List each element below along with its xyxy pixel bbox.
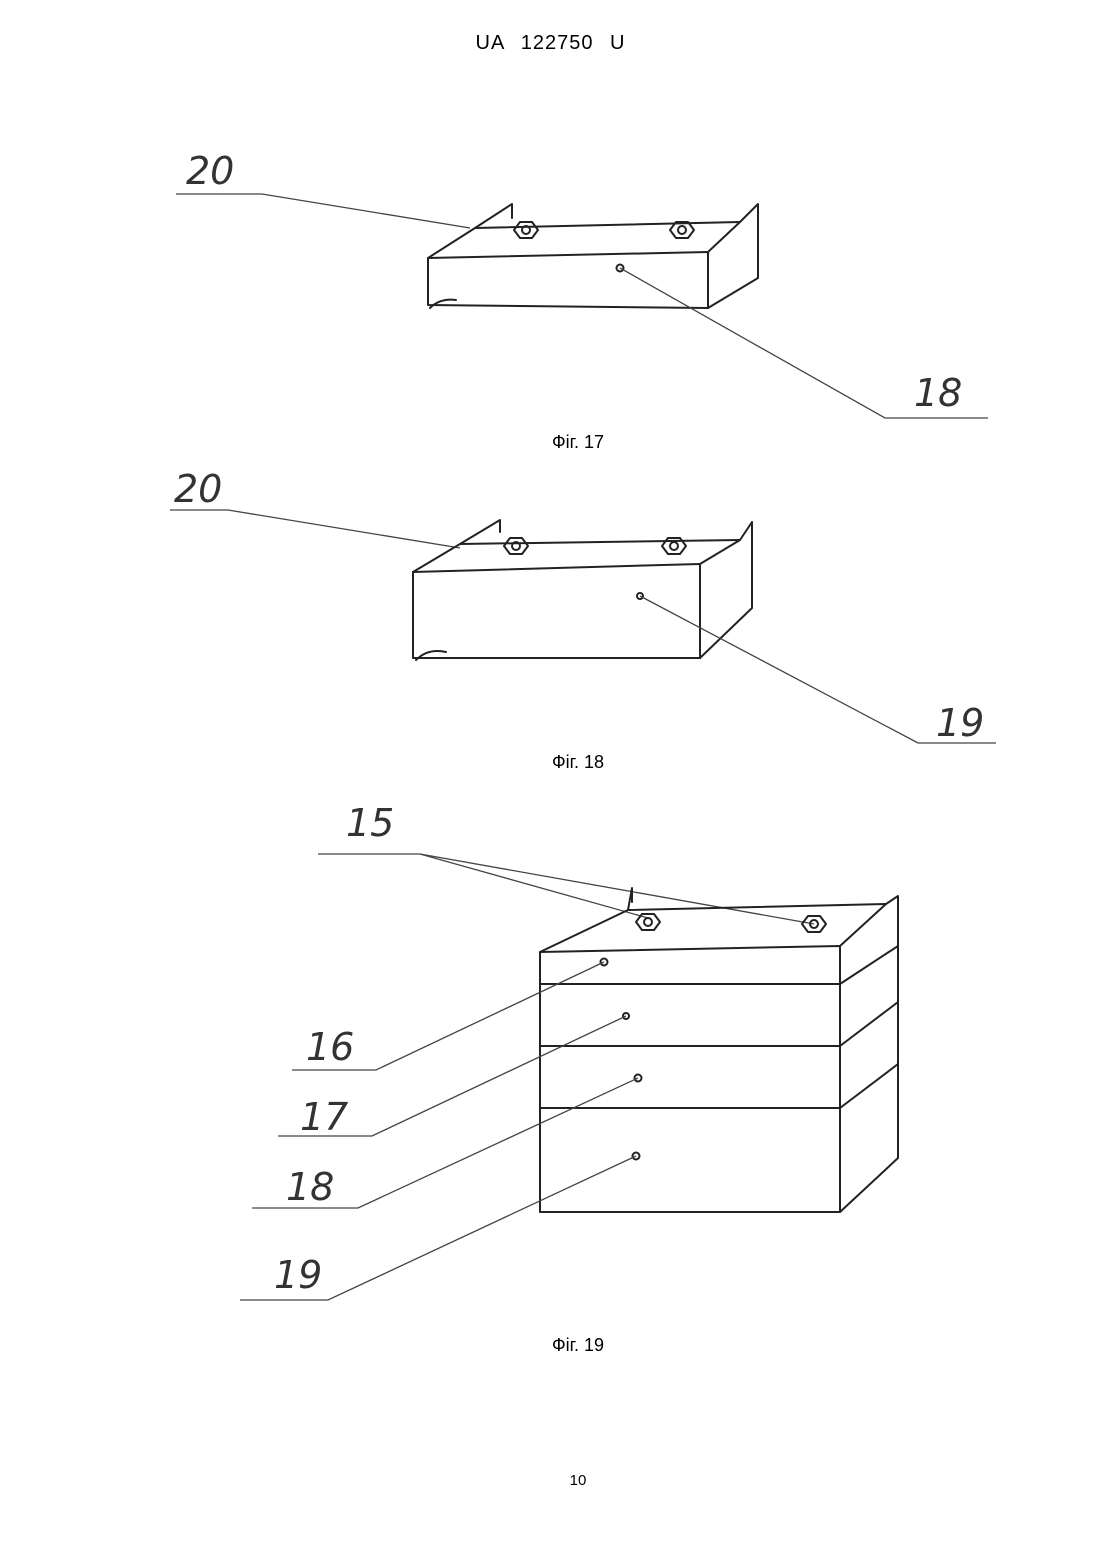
figure-19-label-19: 19 xyxy=(274,1253,322,1297)
figure-18-caption: Фіг. 18 xyxy=(478,752,678,773)
figure-17-drawing: 20 18 xyxy=(0,140,1101,440)
figure-19-label-15: 15 xyxy=(346,801,394,845)
stack-divider-2 xyxy=(540,1002,898,1046)
figure-18-drawing: 20 19 xyxy=(0,460,1101,760)
figure-18-label-20: 20 xyxy=(174,467,222,511)
box-front-face xyxy=(413,564,700,658)
box-corner-curl xyxy=(430,300,456,308)
figure-19-caption: Фіг. 19 xyxy=(478,1335,678,1356)
box-side-face xyxy=(700,522,752,658)
box-flange xyxy=(460,520,500,544)
figure-17-label-20: 20 xyxy=(186,149,234,193)
leader-line-15b xyxy=(420,854,814,924)
fastener-point-18 xyxy=(617,265,624,272)
patent-number-header: UA 122750 U xyxy=(0,32,1101,55)
figure-19-label-16: 16 xyxy=(306,1025,354,1069)
nut-icon xyxy=(670,222,694,238)
stack-front-face xyxy=(540,946,840,1212)
figure-17-label-18: 18 xyxy=(914,371,962,415)
leader-line-20 xyxy=(176,194,470,228)
leader-line-20 xyxy=(170,510,460,548)
nut-icon xyxy=(514,222,538,238)
nut-icon xyxy=(504,538,528,554)
figure-17-caption: Фіг. 17 xyxy=(478,432,678,453)
nut-icon xyxy=(636,914,660,930)
stack-top-face xyxy=(540,904,886,952)
stack-divider-3 xyxy=(540,1064,898,1108)
stack-side-face xyxy=(840,896,898,1212)
page-number: 10 xyxy=(0,1472,1101,1489)
box-flange xyxy=(475,204,512,228)
figure-18-label-19: 19 xyxy=(936,701,984,745)
figure-19-label-18: 18 xyxy=(286,1165,334,1209)
box-front-face xyxy=(428,252,708,308)
box-side-face xyxy=(708,204,758,308)
figure-19-drawing: 15 16 17 18 19 xyxy=(0,780,1101,1340)
figure-19-label-17: 17 xyxy=(300,1095,348,1139)
